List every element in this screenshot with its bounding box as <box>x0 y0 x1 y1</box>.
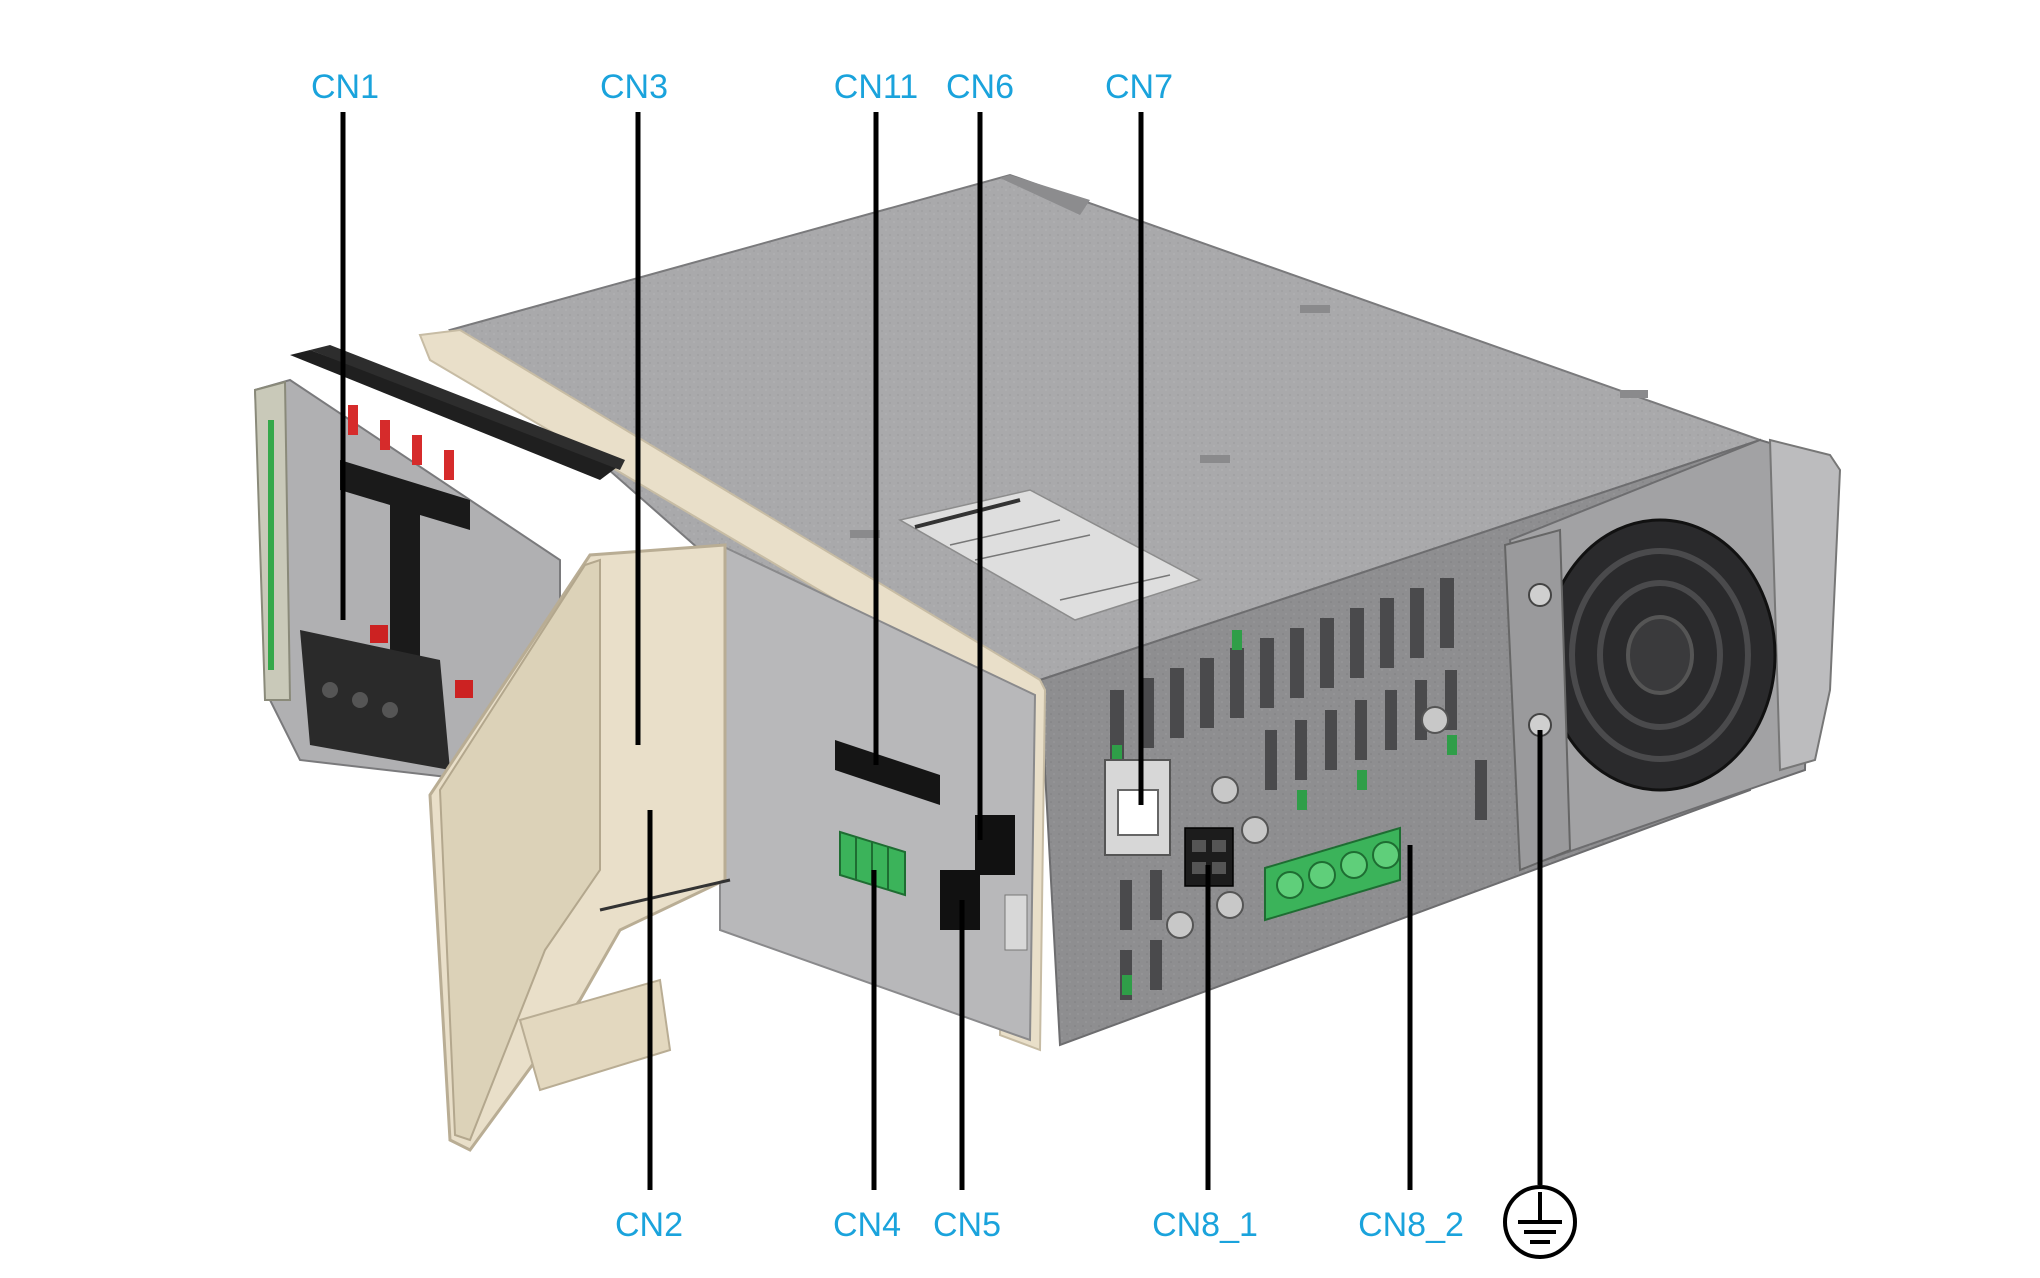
label-cn4: CN4 <box>832 1206 902 1244</box>
rating-label <box>897 489 1202 621</box>
label-cn5: CN5 <box>932 1206 1002 1244</box>
label-cn8-2: CN8_2 <box>1358 1206 1464 1244</box>
protective-earth-icon <box>1503 1185 1577 1259</box>
front-frame <box>418 328 1047 1052</box>
leader-lines <box>340 112 1543 1190</box>
cn11-connector <box>835 740 940 805</box>
vents <box>1110 578 1487 1000</box>
cn4-terminal <box>839 830 906 897</box>
label-cn8-1: CN8_1 <box>1152 1206 1258 1244</box>
label-cn3: CN3 <box>599 68 669 106</box>
label-cn2: CN2 <box>614 1206 684 1244</box>
label-cn7: CN7 <box>1104 68 1174 106</box>
label-cn1: CN1 <box>310 68 380 106</box>
cn8-2-terminal-block <box>1264 826 1401 922</box>
fan-module <box>1503 438 1842 872</box>
card-rack <box>253 345 625 792</box>
label-cn11: CN11 <box>833 68 919 106</box>
front-door <box>428 543 731 1152</box>
cn7-connector <box>1104 759 1171 856</box>
label-cn6: CN6 <box>945 68 1015 106</box>
